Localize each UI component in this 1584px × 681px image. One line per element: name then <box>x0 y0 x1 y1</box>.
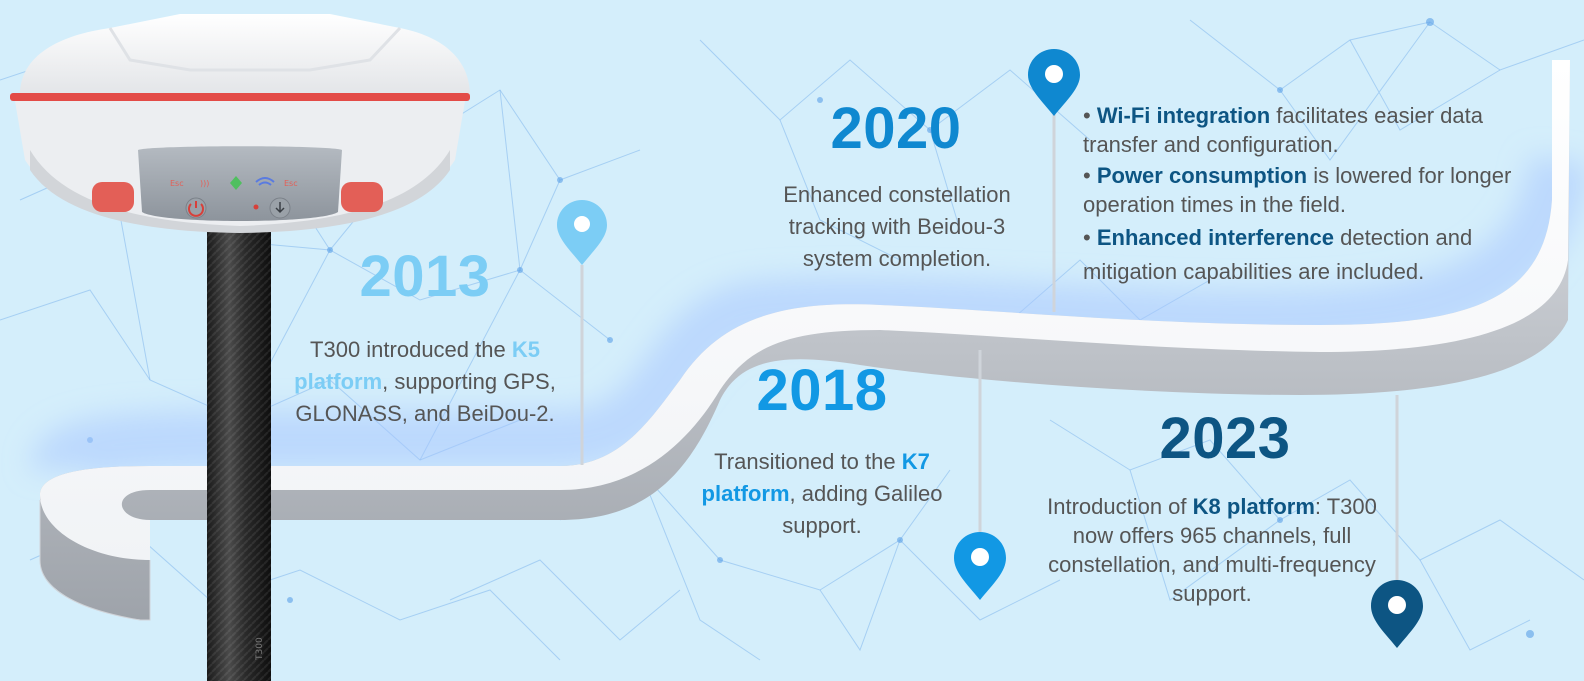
milestone-2018-description: Transitioned to the K7 platform, adding … <box>684 446 960 542</box>
svg-text:))): ))) <box>200 179 209 188</box>
svg-text:Esc: Esc <box>170 179 184 188</box>
k7-platform-highlight: K7 platform <box>701 449 930 506</box>
map-pin-icon-2023 <box>1371 580 1423 648</box>
desc-text: : T300 now offers 965 channels, full con… <box>1048 494 1377 606</box>
desc-text: T300 introduced the <box>310 337 512 362</box>
map-pin-icon-2018 <box>954 532 1006 600</box>
bullet-text: detection and mitigation capabilities ar… <box>1083 225 1473 284</box>
svg-text:T300: T300 <box>255 637 265 661</box>
desc-text: Transitioned to the <box>714 449 902 474</box>
bullet-text: facilitates easier data transfer and con… <box>1083 103 1483 157</box>
desc-text: , supporting GPS, GLONASS, and BeiDou-2. <box>295 369 556 426</box>
bullet-item: • Wi-Fi integration facilitates easier d… <box>1083 103 1483 157</box>
bullet-highlight: Enhanced interference <box>1096 225 1335 250</box>
bullet-text: is lowered for longer operation times in… <box>1083 163 1512 217</box>
desc-text: Introduction of <box>1047 494 1193 519</box>
k8-platform-highlight: K8 platform <box>1192 494 1315 519</box>
map-pin-icon-2013 <box>557 200 607 265</box>
bullet-item: • Enhanced interference detection and mi… <box>1083 225 1473 284</box>
milestone-2020-description: Enhanced constellation tracking with Bei… <box>783 182 1011 271</box>
milestone-2020-bullets: • Wi-Fi integration facilitates easier d… <box>1083 101 1523 291</box>
gnss-receiver: Esc ))) Esc <box>10 14 470 233</box>
milestone-2013-description: T300 introduced the K5 platform, support… <box>277 334 573 430</box>
bullet-highlight: Wi-Fi integration <box>1096 103 1271 128</box>
milestone-2023-description: Introduction of K8 platform: T300 now of… <box>1040 492 1384 608</box>
bullet-item: • Power consumption is lowered for longe… <box>1083 163 1512 217</box>
bullet-highlight: Power consumption <box>1096 163 1308 188</box>
svg-text:Esc: Esc <box>284 179 298 188</box>
year-2020: 2020 <box>830 96 962 161</box>
k5-platform-highlight: K5 platform <box>294 337 540 394</box>
map-pin-icon-2020 <box>1028 49 1080 116</box>
year-2018: 2018 <box>756 358 888 423</box>
desc-text: , adding Galileo support. <box>782 481 943 538</box>
year-2013: 2013 <box>359 244 491 309</box>
year-2023: 2023 <box>1159 406 1291 471</box>
